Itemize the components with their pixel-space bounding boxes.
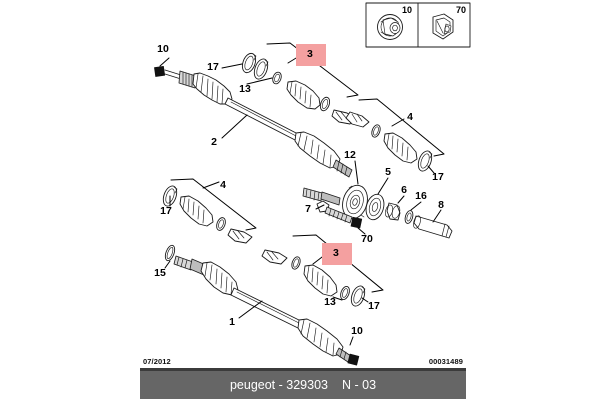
callout-6: 6 [401, 184, 407, 196]
footer-meta-row: 07/2012 00031489 [140, 357, 466, 368]
callout-10-a: 10 [157, 43, 169, 55]
hub-bearing-row [302, 184, 453, 239]
driveshaft-assembly-1 [164, 244, 360, 366]
footer-reference-number: 00031489 [428, 357, 463, 366]
footer-brand-reference: peugeot - 329303 [229, 378, 328, 392]
callout-10-b: 10 [351, 325, 363, 337]
footer-title-bar: peugeot - 329303 N - 03 [140, 371, 466, 399]
callout-70: 70 [361, 233, 373, 245]
callout-5: 5 [385, 166, 391, 178]
callout-12: 12 [344, 149, 356, 161]
boot-kit-4-right [345, 98, 445, 172]
boot-kit-3-bottom [261, 234, 384, 307]
callout-16: 16 [415, 190, 427, 202]
boot-kit-4-left [162, 178, 257, 244]
leader-lines [159, 54, 442, 346]
footer-date: 07/2012 [143, 357, 171, 366]
highlight-label-3-top: 3 [307, 48, 313, 60]
callout-15: 15 [154, 267, 166, 279]
nut-10-marker-bottom [347, 353, 360, 366]
callout-17-b: 17 [432, 171, 444, 183]
callout-8: 8 [438, 199, 444, 211]
highlight-label-3-bottom: 3 [333, 247, 339, 259]
callout-13-a: 13 [239, 83, 251, 95]
callout-13-b: 13 [324, 296, 336, 308]
callout-4-a: 4 [407, 111, 413, 123]
nut-10-marker-top [154, 65, 166, 77]
callout-1: 1 [229, 316, 235, 328]
highlight-box-3-bottom[interactable] [322, 243, 352, 265]
callout-7: 7 [305, 203, 311, 215]
inset-number-10: 10 [402, 5, 412, 15]
footer-divider [140, 368, 466, 371]
inset-bolt-70-icon [432, 13, 454, 40]
inset-nut-10-icon [377, 14, 403, 40]
footer-plate-number: N - 03 [341, 378, 377, 392]
inset-number-70: 70 [456, 5, 466, 15]
callout-17-a: 17 [207, 61, 219, 73]
driveshaft-assembly-2 [154, 65, 353, 178]
callout-17-c: 17 [160, 205, 172, 217]
inset-legend-box: 10 70 [365, 2, 471, 48]
callout-labels: 10 17 13 2 4 12 5 6 16 8 17 7 70 4 17 15… [154, 43, 444, 337]
highlight-box-3-top[interactable] [296, 44, 326, 66]
callout-2: 2 [211, 136, 217, 148]
callout-17-d: 17 [368, 300, 380, 312]
nut-70-marker [350, 216, 363, 229]
callout-4-b: 4 [220, 179, 226, 191]
